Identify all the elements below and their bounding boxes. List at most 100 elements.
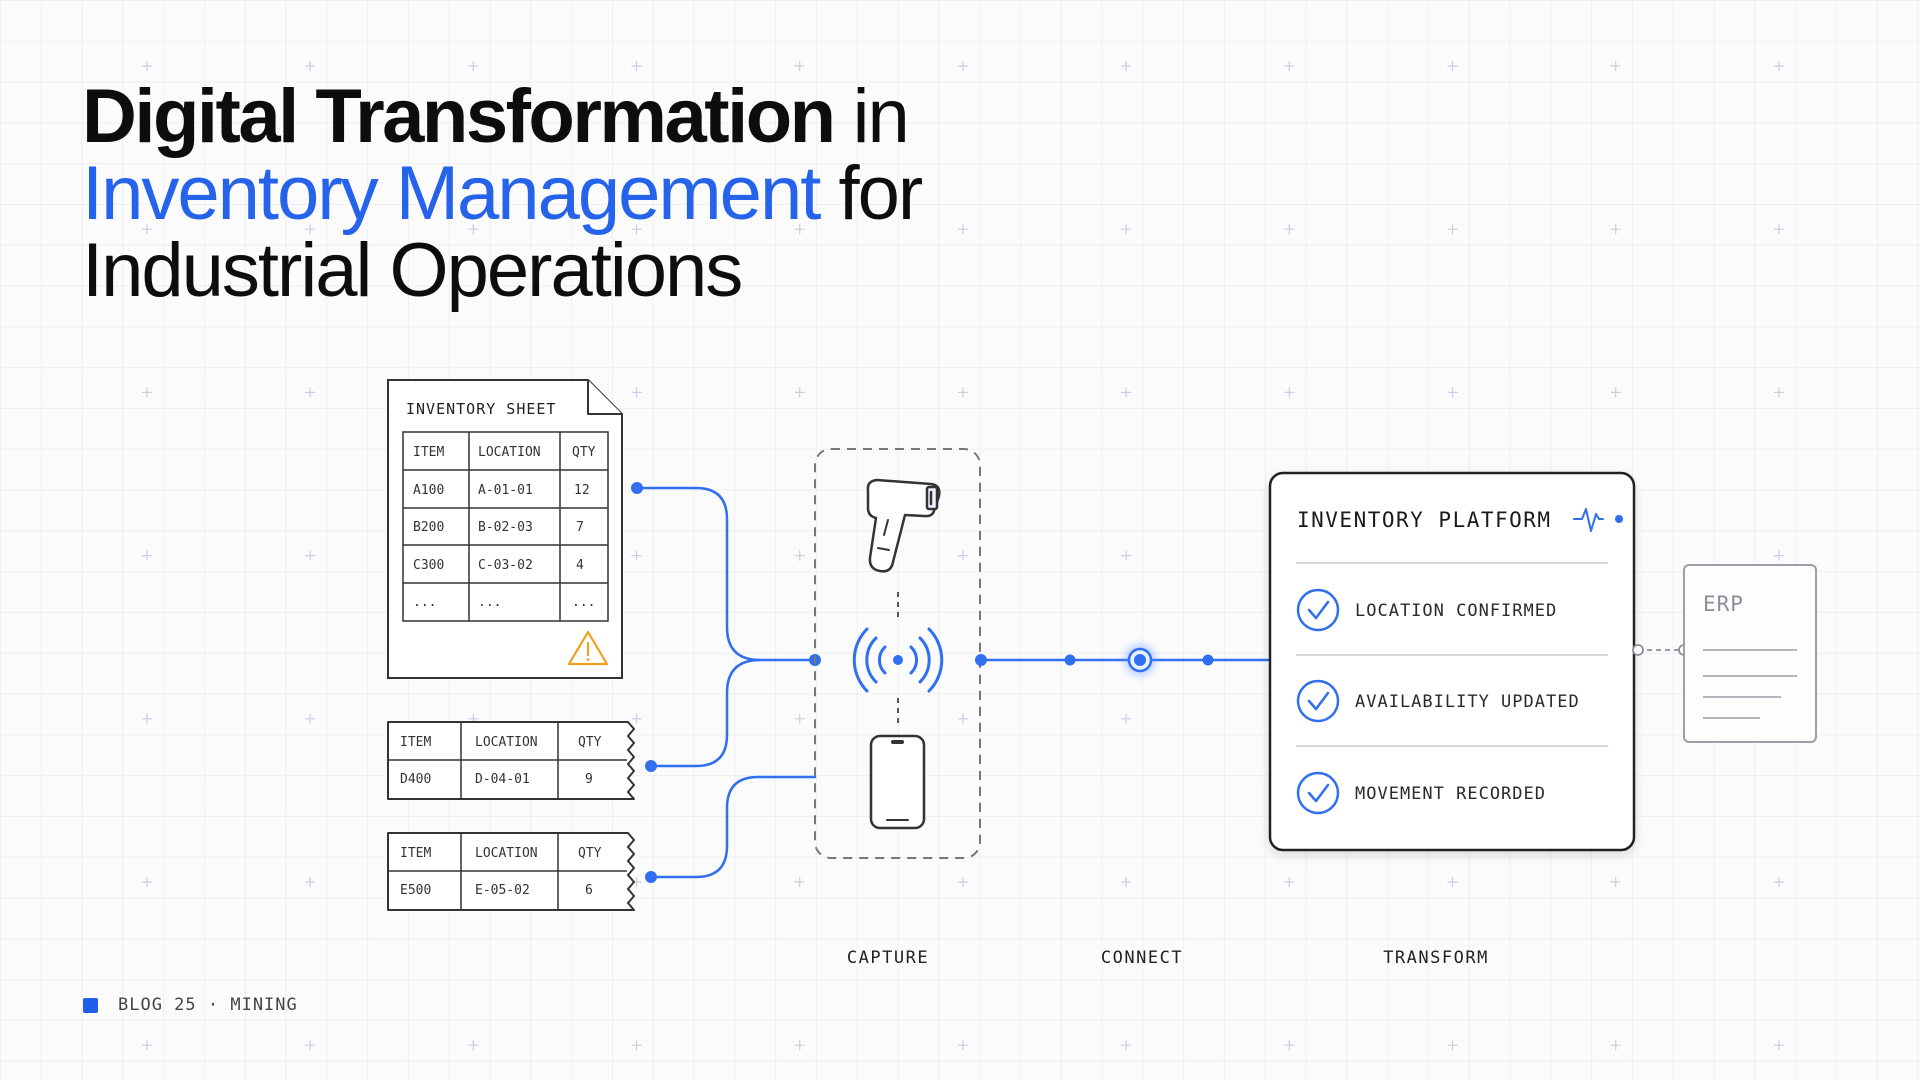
grid-cross (794, 550, 805, 561)
grid-cross (957, 550, 968, 561)
grid-cross (468, 1040, 479, 1051)
grid-cross (1121, 1040, 1132, 1051)
rfid-signal-icon (852, 627, 944, 693)
grid-cross (141, 387, 152, 398)
grid-cross (1121, 877, 1132, 887)
grid-cross (305, 61, 316, 71)
grid-cross (1610, 1040, 1621, 1051)
grid-cross (794, 224, 805, 235)
table-row: B200 B-02-03 7 (413, 520, 584, 535)
smartphone-icon (869, 734, 926, 830)
grid-cross (1447, 877, 1458, 887)
table-cell: 12 (574, 483, 590, 498)
title-line3: Industrial Operations (82, 228, 743, 313)
table-header: LOCATION (475, 735, 538, 750)
grid-cross (794, 387, 805, 398)
grid-cross (305, 1040, 316, 1051)
grid-cross (794, 61, 805, 71)
erp-document: ERP (1683, 564, 1817, 743)
grid-cross (141, 550, 152, 561)
title-text: in (833, 74, 910, 159)
connector-node (645, 871, 657, 883)
inventory-sheet-table (402, 431, 609, 622)
grid-cross (631, 224, 642, 235)
grid-cross (794, 877, 805, 887)
status-label: MOVEMENT RECORDED (1355, 784, 1546, 804)
grid-cross (305, 877, 316, 887)
title-bold: Digital Transformation (82, 74, 836, 159)
grid-cross (1284, 224, 1295, 235)
grid-cross (1773, 61, 1784, 71)
grid-cross (305, 550, 316, 561)
grid-cross (631, 1040, 642, 1051)
input-connectors (635, 486, 817, 879)
inventory-platform-panel: INVENTORY PLATFORM LOCATION CONFIRMED AV… (1268, 471, 1636, 852)
connector-node (1064, 654, 1076, 666)
grid-cross (957, 224, 968, 235)
grid-cross (1610, 387, 1621, 398)
check-circle-icon (1296, 771, 1340, 815)
table-cell: 7 (576, 520, 584, 535)
table-header: QTY (578, 735, 602, 750)
stage-connect: CONNECT (1101, 948, 1183, 968)
grid-cross (1773, 550, 1784, 561)
table-header: QTY (578, 846, 602, 861)
status-item-location: LOCATION CONFIRMED (1296, 588, 1556, 632)
capture-devices-box (814, 448, 981, 859)
table-cell: B-02-03 (478, 520, 533, 535)
table-cell: ... (572, 595, 595, 610)
grid-cross (141, 713, 152, 724)
grid-cross (794, 713, 805, 724)
table-cell: ... (478, 595, 501, 610)
table-cell: C300 (413, 558, 444, 573)
grid-cross (1121, 387, 1132, 398)
table-cell: A100 (413, 483, 444, 498)
active-node (1124, 644, 1156, 676)
connector-node (975, 654, 987, 666)
table-header: ITEM (413, 445, 444, 460)
grid-cross (1121, 713, 1132, 724)
platform-title: INVENTORY PLATFORM (1297, 508, 1552, 532)
status-item-movement: MOVEMENT RECORDED (1296, 771, 1546, 815)
table-row: ... ... ... (413, 595, 595, 610)
grid-cross (141, 877, 152, 887)
warning-icon (567, 630, 609, 666)
stage-labels: CAPTURE CONNECT TRANSFORM (847, 948, 1489, 968)
grid-cross (794, 1040, 805, 1051)
inventory-sheet: INVENTORY SHEET ITEM LOCATION QTY A100 A… (387, 379, 623, 679)
check-circle-icon (1296, 588, 1340, 632)
grid-cross (305, 224, 316, 235)
check-circle-icon (1296, 679, 1340, 723)
grid-cross (1284, 877, 1295, 887)
grid-cross (468, 224, 479, 235)
grid-cross (305, 387, 316, 398)
connector-node (631, 482, 643, 494)
grid-cross (1610, 224, 1621, 235)
table-cell: 9 (585, 772, 593, 787)
table-row: A100 A-01-01 12 (413, 483, 590, 498)
grid-cross (1447, 1040, 1458, 1051)
grid-cross (1284, 61, 1295, 71)
grid-cross (957, 387, 968, 398)
grid-cross (1773, 877, 1784, 887)
inventory-sheet-header-row: ITEM LOCATION QTY (413, 445, 596, 460)
grid-cross (1610, 877, 1621, 887)
erp-link (1632, 644, 1690, 656)
footer-tag: BLOG 25 · MINING (83, 995, 298, 1015)
pulse-icon (1573, 508, 1623, 532)
grid-cross (1773, 1040, 1784, 1051)
grid-cross (957, 1040, 968, 1051)
stage-capture: CAPTURE (847, 948, 929, 968)
table-cell: D-04-01 (475, 772, 530, 787)
table-cell: E-05-02 (475, 883, 530, 898)
grid-cross (1447, 387, 1458, 398)
stage-transform: TRANSFORM (1383, 948, 1489, 968)
connector-node (1202, 654, 1214, 666)
grid-cross (631, 550, 642, 561)
inventory-slip-d400: ITEM LOCATION QTY D400 D-04-01 9 (387, 721, 635, 800)
inventory-slip-e500: ITEM LOCATION QTY E500 E-05-02 6 (387, 832, 635, 911)
erp-label: ERP (1703, 592, 1744, 616)
inventory-sheet-title: INVENTORY SHEET (406, 400, 556, 418)
grid-cross (1773, 387, 1784, 398)
